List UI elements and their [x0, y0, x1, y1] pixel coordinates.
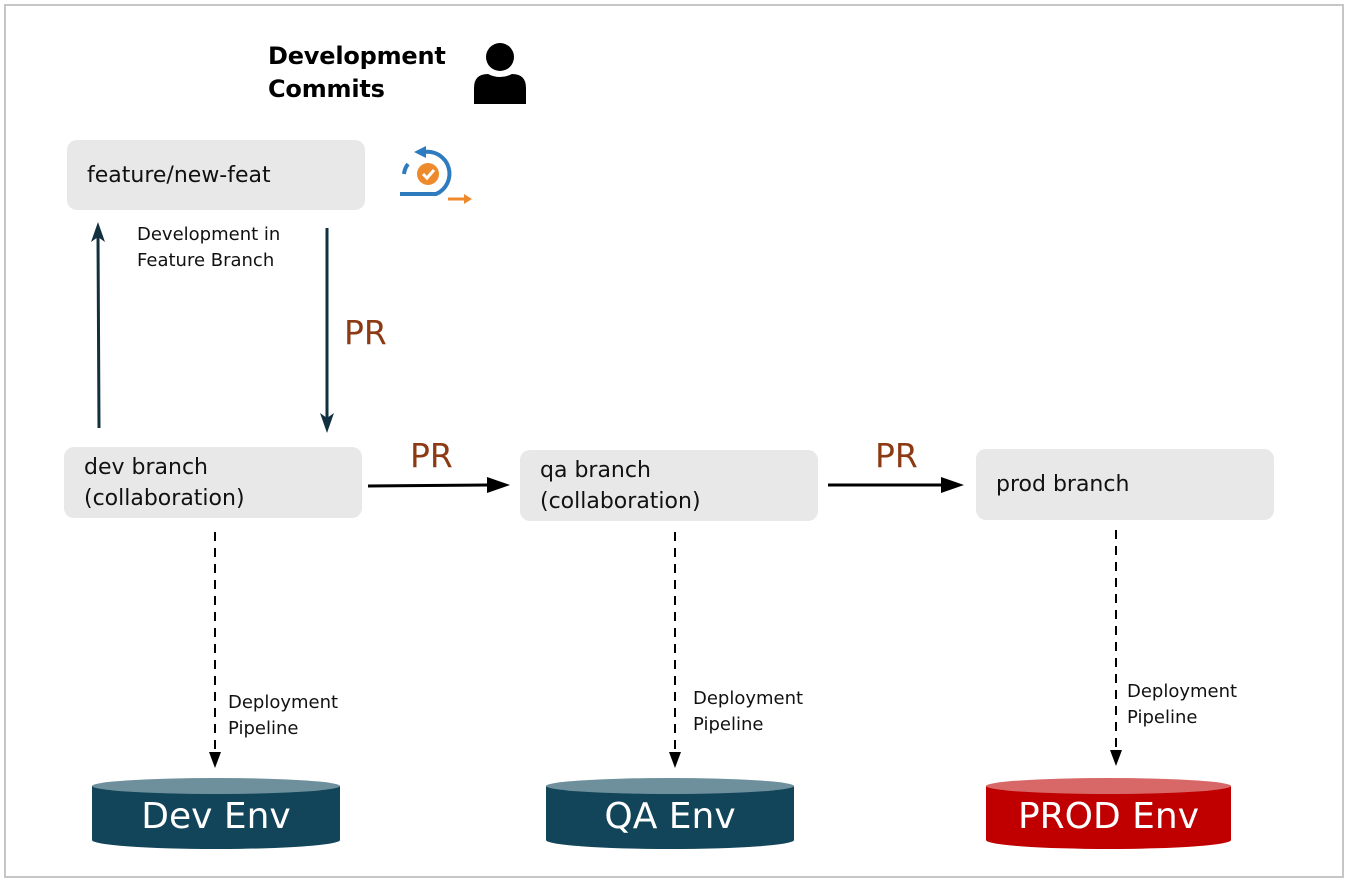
deploy-arrow-qa-head [669, 752, 681, 768]
feature-branch-box[interactable]: feature/new-feat [67, 140, 365, 210]
deploy-note-prod: Deployment Pipeline [1127, 679, 1237, 731]
dev-env-cylinder[interactable]: Dev Env [92, 777, 340, 849]
feature-dev-note: Development in Feature Branch [137, 222, 280, 274]
feature-dev-note-1: Development in [137, 224, 281, 245]
arrow-qa-to-prod-head [941, 477, 964, 493]
dev-env-label: Dev Env [141, 796, 291, 837]
pr-label-feature-to-dev: PR [344, 313, 387, 352]
database-icon [92, 778, 340, 849]
deploy-note-prod-2: Pipeline [1127, 707, 1198, 728]
qa-env-cylinder[interactable]: QA Env [546, 777, 794, 849]
prod-branch-box[interactable]: prod branch [976, 449, 1274, 520]
prod-env-cylinder[interactable]: PROD Env [986, 777, 1231, 849]
arrow-down-head [320, 413, 334, 433]
prod-env-label: PROD Env [1017, 796, 1200, 837]
feature-dev-note-2: Feature Branch [137, 250, 275, 271]
user-icon [474, 43, 526, 104]
dev-branch-label-2: (collaboration) [84, 485, 245, 511]
deploy-note-qa: Deployment Pipeline [693, 686, 803, 738]
arrow-dev-to-qa [367, 483, 489, 488]
arrow-up-head [91, 222, 105, 242]
qa-env-label: QA Env [604, 796, 736, 837]
prod-branch-label: prod branch [996, 472, 1130, 497]
deploy-note-dev: Deployment Pipeline [228, 690, 338, 742]
database-icon [546, 778, 794, 849]
database-icon [986, 778, 1231, 849]
title-line-2: Commits [268, 75, 385, 103]
deploy-note-prod-1: Deployment [1127, 681, 1238, 702]
dev-branch-label-1: dev branch [84, 454, 208, 480]
pr-label-qa-to-prod: PR [875, 436, 918, 475]
qa-branch-label-2: (collaboration) [540, 488, 701, 514]
iteration-cycle-icon [400, 146, 472, 204]
deploy-arrow-prod-head [1110, 750, 1122, 766]
title-line-1: Development [268, 42, 446, 70]
deploy-note-qa-1: Deployment [693, 688, 804, 709]
arrow-dev-to-qa-head [487, 477, 510, 493]
feature-branch-label: feature/new-feat [87, 162, 271, 188]
qa-branch-label-1: qa branch [540, 457, 651, 483]
arrow-dev-to-feature [96, 235, 101, 429]
pr-label-dev-to-qa: PR [410, 436, 453, 475]
deploy-note-dev-2: Pipeline [228, 718, 299, 739]
page-title: Development Commits [268, 40, 446, 106]
deploy-note-qa-2: Pipeline [693, 714, 764, 735]
deploy-arrow-dev-head [209, 752, 221, 768]
dev-branch-box[interactable]: dev branch (collaboration) [64, 447, 362, 518]
qa-branch-box[interactable]: qa branch (collaboration) [520, 450, 818, 521]
deploy-note-dev-1: Deployment [228, 692, 339, 713]
